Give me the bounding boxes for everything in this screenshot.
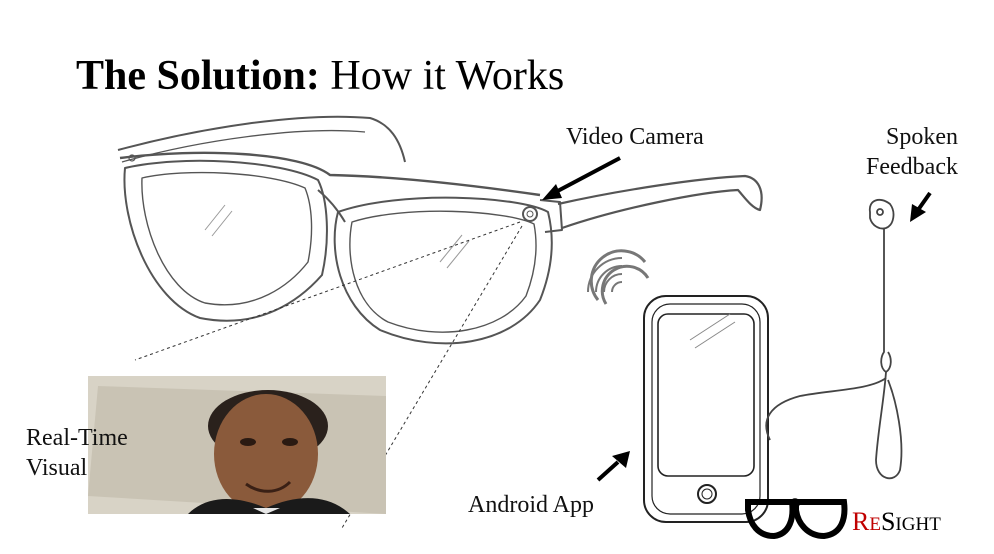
glasses-logo-icon — [745, 498, 848, 540]
realtime-label-line2: Visual — [26, 455, 88, 481]
resight-logo: RESIGHT — [852, 507, 941, 537]
android-app-label: Android App — [468, 492, 594, 518]
smartphone-sketch — [643, 295, 769, 523]
logo-s: S — [880, 507, 896, 536]
glasses-sketch — [117, 115, 763, 345]
title-bold: The Solution: — [76, 53, 320, 99]
video-camera-label: Video Camera — [566, 124, 704, 150]
wifi-signal-icon — [587, 249, 650, 305]
real-time-photo — [88, 376, 386, 514]
arrow-icon — [596, 451, 630, 482]
title-rest: How it Works — [330, 53, 565, 99]
arrow-icon — [910, 191, 932, 222]
arrow-icon — [542, 156, 621, 200]
spoken-feedback-label: Spoken Feedback — [862, 122, 958, 182]
spoken-label-line2: Feedback — [866, 154, 958, 180]
slide-title: The Solution: How it Works — [76, 52, 564, 100]
earbud-sketch — [765, 198, 903, 480]
realtime-label-line1: Real-Time — [26, 425, 128, 451]
spoken-label-line1: Spoken — [886, 124, 958, 150]
logo-ight: IGHT — [895, 514, 941, 535]
real-time-visual-label: Real-Time Visual — [26, 423, 128, 483]
field-of-view-lines — [134, 221, 523, 529]
logo-e: E — [869, 514, 881, 535]
logo-r: R — [852, 507, 870, 536]
